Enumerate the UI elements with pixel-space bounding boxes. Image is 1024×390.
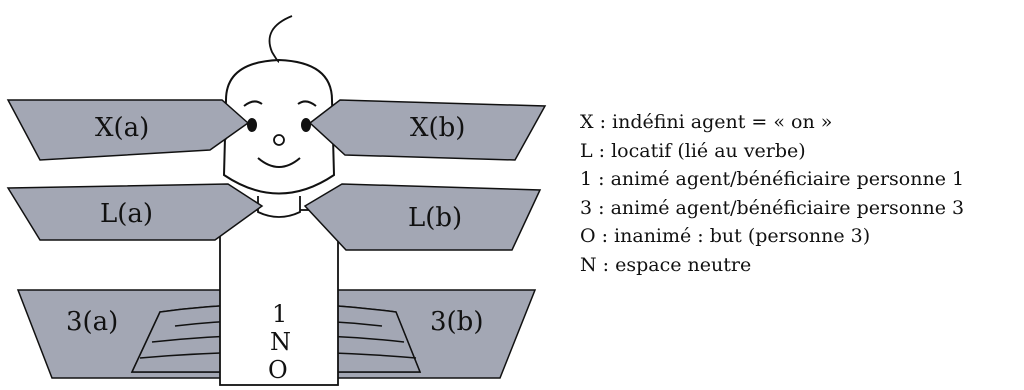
- label-x-a: X(a): [95, 113, 149, 143]
- diagram-figure: X(a) X(b) L(a) L(b) 3(a) 3(b) 1 N O: [6, 15, 547, 386]
- zone-l-b: [303, 183, 542, 251]
- label-o: O: [268, 356, 288, 384]
- legend-list: X : indéfini agent = « on » L : locatif …: [580, 108, 964, 279]
- label-3-b: 3(b): [430, 307, 483, 337]
- smile: [257, 157, 301, 168]
- legend-item-x: X : indéfini agent = « on »: [580, 111, 833, 133]
- legend-item-3: 3 : animé agent/bénéficiaire personne 3: [580, 196, 965, 219]
- zone-l-a: [6, 183, 264, 241]
- label-3-a: 3(a): [66, 307, 118, 337]
- label-l-b: L(b): [408, 203, 462, 233]
- label-n: N: [270, 328, 291, 356]
- head: [222, 58, 336, 195]
- body: [219, 209, 339, 386]
- legend-item-l: L : locatif (lié au verbe): [580, 139, 806, 162]
- eye-right: [301, 118, 311, 132]
- zone-x-a: [6, 99, 250, 161]
- label-x-b: X(b): [410, 113, 465, 143]
- nose: [273, 134, 285, 146]
- label-l-a: L(a): [100, 199, 153, 229]
- legend-item-n: N : espace neutre: [580, 253, 752, 276]
- eyebrow-right: [297, 100, 317, 107]
- legend-item-1: 1 : animé agent/bénéficiaire personne 1: [580, 168, 965, 190]
- legend-item-o: O : inanimé : but (personne 3): [580, 225, 871, 247]
- zone-x-b: [308, 99, 547, 161]
- hair-strand: [268, 15, 293, 63]
- eye-left: [247, 118, 257, 132]
- collar: [257, 196, 301, 218]
- label-1: 1: [272, 300, 287, 328]
- eyebrow-left: [243, 100, 263, 107]
